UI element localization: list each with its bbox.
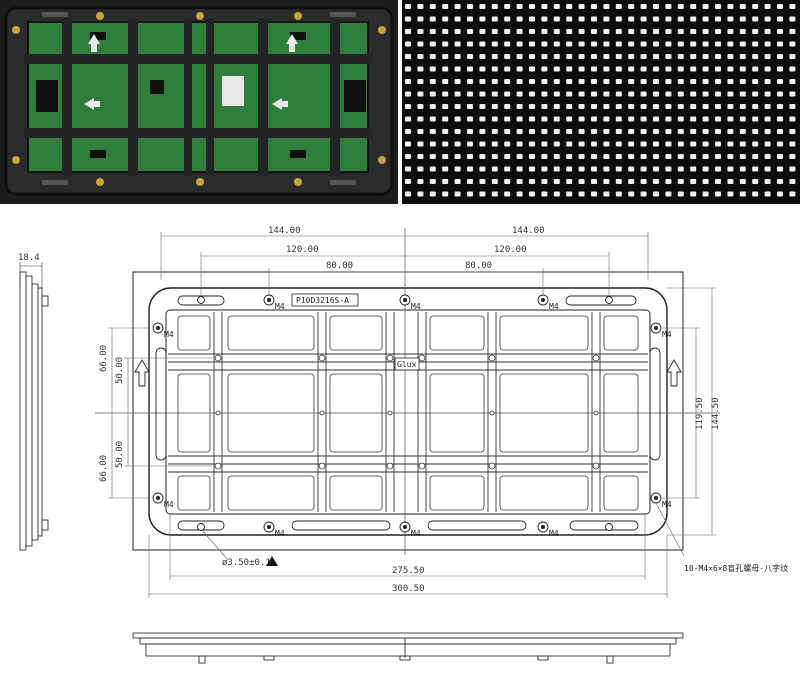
m4-hole-centers bbox=[156, 298, 658, 529]
rib-holes bbox=[214, 354, 600, 470]
m4-label: M4 bbox=[411, 302, 421, 311]
dim-right-119: 119.50 bbox=[695, 397, 705, 430]
dimension-lines-right bbox=[662, 287, 716, 536]
rib-frame bbox=[24, 18, 372, 176]
dim-bottom-275: 275.50 bbox=[392, 566, 425, 576]
bottom-view bbox=[132, 632, 684, 664]
led-pixels bbox=[402, 0, 800, 204]
model-label: P10D3216S-A bbox=[296, 296, 349, 305]
dim-top-left-80: 80.00 bbox=[326, 261, 353, 271]
dim-left-lower-66: 66.00 bbox=[99, 455, 109, 482]
dimension-lines-bottom bbox=[148, 502, 685, 598]
dim-top-left-120: 120.00 bbox=[286, 245, 319, 255]
brand-label-box bbox=[394, 357, 420, 371]
m4-label: M4 bbox=[662, 330, 672, 339]
dimension-lines-left bbox=[108, 327, 212, 499]
screw-holes bbox=[12, 12, 386, 186]
module-front-photo bbox=[402, 0, 800, 204]
brand-label: Glux bbox=[397, 360, 416, 369]
dim-left-upper-50: 50.00 bbox=[115, 357, 125, 384]
pcb-grid bbox=[27, 21, 369, 173]
m4-label: M4 bbox=[275, 529, 285, 538]
rib-grid bbox=[168, 312, 648, 512]
dim-top-left-144: 144.00 bbox=[268, 226, 301, 236]
m4-label: M4 bbox=[549, 529, 559, 538]
side-thickness-label: 18.4 bbox=[18, 253, 40, 263]
dim-top-right-120: 120.00 bbox=[494, 245, 527, 255]
housing-slots bbox=[155, 295, 661, 531]
dimension-lines-top bbox=[160, 232, 649, 296]
module-back-drawing bbox=[4, 6, 394, 196]
m4-holes bbox=[152, 294, 662, 533]
slot-holes bbox=[42, 12, 356, 185]
dim-top-right-80: 80.00 bbox=[465, 261, 492, 271]
module-back-photo bbox=[0, 0, 398, 204]
panel-outline bbox=[132, 271, 684, 551]
dim-right-144: 144.50 bbox=[711, 397, 721, 430]
triangle-marker-icon bbox=[266, 556, 278, 566]
m4-label: M4 bbox=[164, 330, 174, 339]
model-label-box bbox=[291, 293, 359, 307]
pcb-board bbox=[28, 22, 368, 172]
nut-note: 10-M4×6×8盲孔螺母-八字纹 bbox=[684, 563, 788, 573]
housing-outline bbox=[148, 287, 668, 536]
side-view bbox=[19, 262, 49, 551]
m4-label: M4 bbox=[411, 529, 421, 538]
inner-frame bbox=[165, 309, 651, 515]
m4-label: M4 bbox=[164, 500, 174, 509]
arrow-icon bbox=[84, 34, 298, 110]
led-matrix bbox=[402, 0, 800, 204]
rib-cells bbox=[177, 315, 639, 511]
hole-diameter-note: ø3.50±0.1 bbox=[222, 558, 271, 568]
m4-label: M4 bbox=[275, 302, 285, 311]
dim-left-lower-50: 50.00 bbox=[115, 441, 125, 468]
m4-labels: M4 M4 M4 M4 M4 M4 M4 M4 M4 M4 bbox=[164, 302, 672, 538]
dim-left-upper-66: 66.00 bbox=[99, 345, 109, 372]
arrow-up-icon bbox=[134, 359, 682, 387]
m4-label: M4 bbox=[549, 302, 559, 311]
dim-top-right-144: 144.00 bbox=[512, 226, 545, 236]
power-connector bbox=[222, 76, 244, 106]
m4-label: M4 bbox=[662, 500, 672, 509]
dim-bottom-300: 300.50 bbox=[392, 584, 425, 594]
